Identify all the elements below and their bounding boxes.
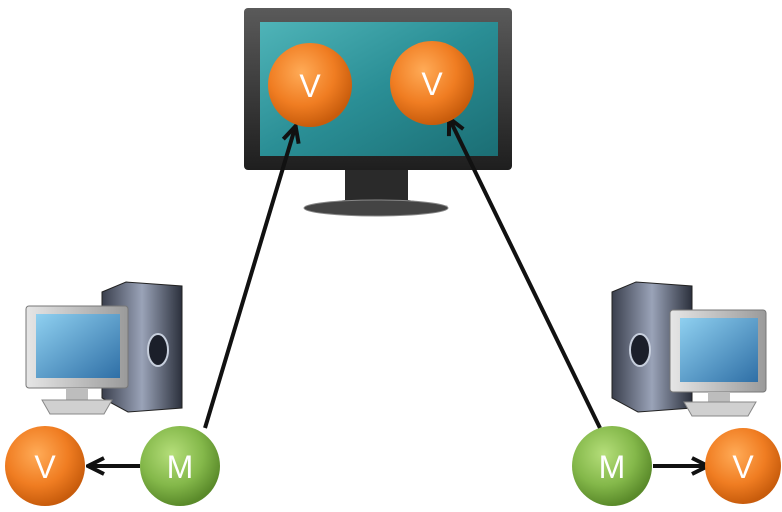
node-label: V (421, 66, 443, 102)
node-label: V (732, 449, 754, 485)
node-display-view-right: V (390, 41, 474, 125)
arrow-right-model-to-display-view (450, 120, 602, 429)
right-desktop-computer-icon (611, 281, 767, 417)
node-left-model: M (140, 426, 220, 506)
node-label: V (34, 449, 56, 485)
node-label: V (299, 68, 321, 104)
node-label: M (167, 449, 194, 485)
node-right-model: M (572, 426, 652, 506)
node-right-view: V (705, 428, 781, 504)
left-desktop-computer-icon (25, 281, 183, 415)
node-label: M (599, 449, 626, 485)
arrows (90, 120, 706, 466)
node-display-view-left: V (268, 43, 352, 127)
node-left-view: V (5, 426, 85, 506)
arrow-left-model-to-display-view (203, 128, 295, 429)
